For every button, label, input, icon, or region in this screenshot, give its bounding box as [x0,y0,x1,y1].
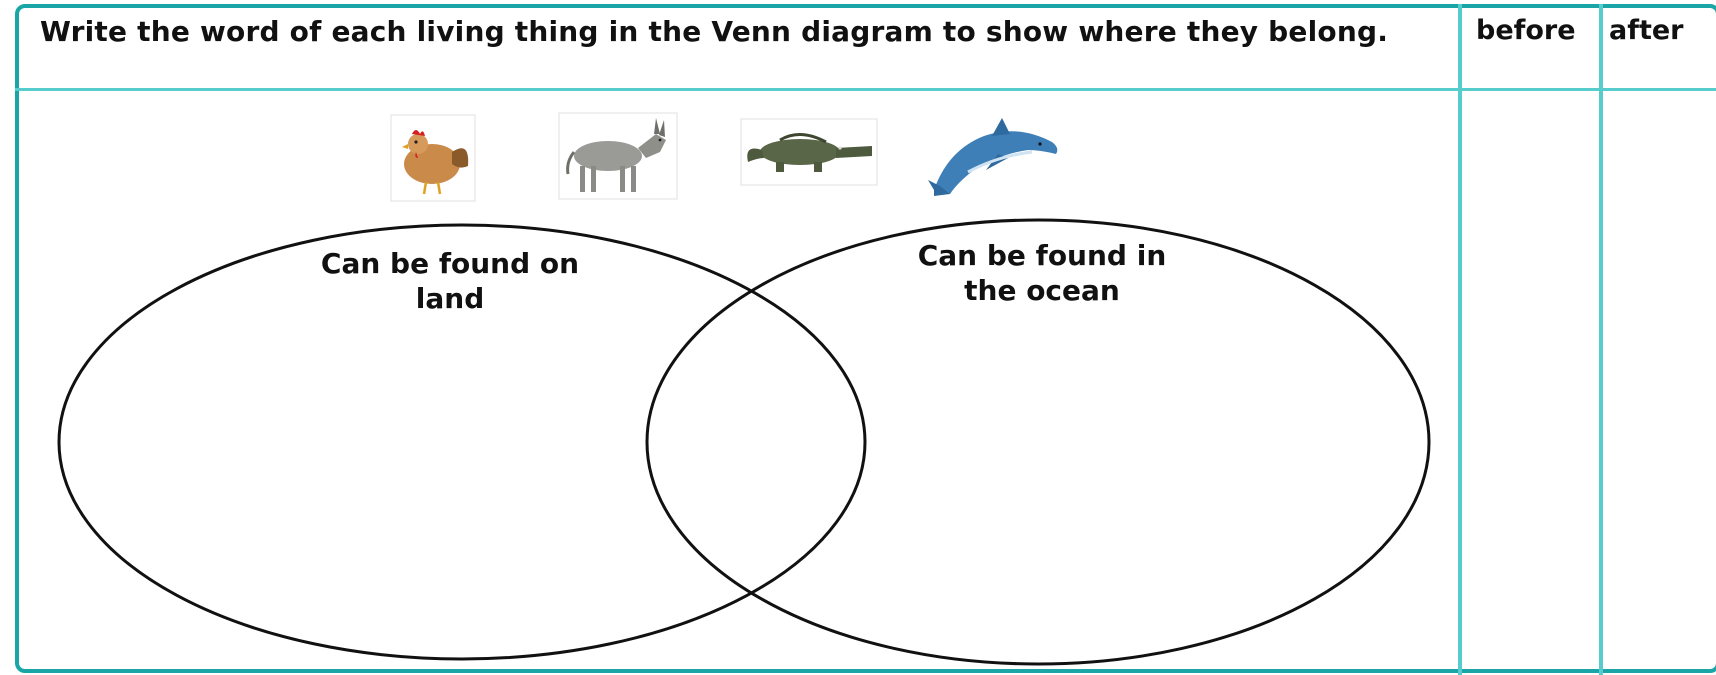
crocodile-icon [740,118,878,186]
land-circle [57,223,867,661]
donkey-icon [558,112,678,200]
hen-icon [390,114,476,202]
land-circle-label: Can be found on land [320,247,580,315]
worksheet-frame [15,4,1716,673]
after-column-header: after [1609,15,1684,46]
ocean-circle-label: Can be found in the ocean [917,239,1167,307]
before-column-divider [1458,4,1462,675]
header-divider [15,88,1716,91]
dolphin-icon [928,110,1064,198]
ocean-circle [645,218,1431,666]
before-column-header: before [1476,15,1576,46]
instruction-text: Write the word of each living thing in t… [40,15,1389,48]
after-column-divider [1599,4,1603,675]
